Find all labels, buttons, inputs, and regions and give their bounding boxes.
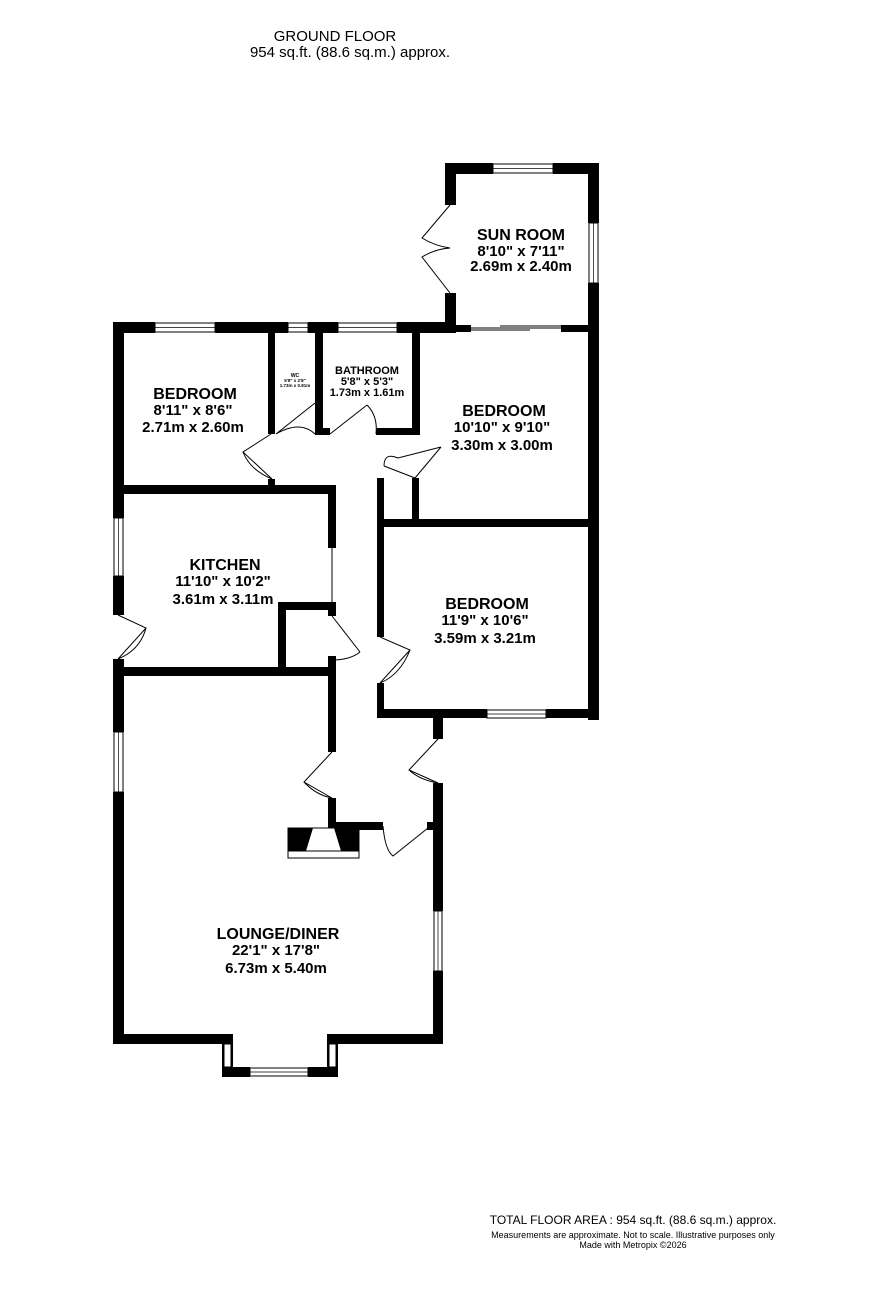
wall xyxy=(315,428,330,435)
made-with-credit: Made with Metropix ©2026 xyxy=(579,1240,687,1250)
doors xyxy=(117,204,451,857)
wall xyxy=(328,602,336,616)
wall xyxy=(268,479,275,487)
wall xyxy=(377,478,384,525)
wall xyxy=(222,1067,250,1077)
wall xyxy=(377,709,487,718)
wc-name: WC xyxy=(291,373,300,379)
disclaimer: Measurements are approximate. Not to sca… xyxy=(491,1230,775,1240)
wall xyxy=(315,330,323,434)
door-swing xyxy=(379,636,411,684)
wall xyxy=(433,783,443,911)
door-swing xyxy=(421,204,451,294)
window xyxy=(223,1043,232,1068)
wall xyxy=(113,792,124,1044)
wall xyxy=(412,330,420,435)
windows xyxy=(113,163,599,1077)
wall xyxy=(377,519,599,527)
bedroom-1-name: BEDROOM xyxy=(153,386,237,403)
sun-room-imperial: 8'10" x 7'11" xyxy=(477,243,564,260)
wall xyxy=(377,683,384,718)
wall xyxy=(113,667,336,676)
door-swing xyxy=(408,738,439,784)
sun-room-name: SUN ROOM xyxy=(477,227,565,244)
lounge-metric: 6.73m x 5.40m xyxy=(225,960,327,977)
wall xyxy=(445,163,493,174)
wall xyxy=(433,709,443,739)
bedroom-2-metric: 3.30m x 3.00m xyxy=(451,437,553,454)
wall xyxy=(113,322,124,518)
wall xyxy=(113,659,124,732)
bedroom-2-imperial: 10'10" x 9'10" xyxy=(454,419,550,436)
wall xyxy=(328,798,336,830)
wc-imperial: 5'8" x 2'8" xyxy=(284,378,305,383)
wall xyxy=(553,163,599,174)
sun-room-metric: 2.69m x 2.40m xyxy=(470,258,572,275)
wall xyxy=(268,330,275,434)
wall xyxy=(546,709,599,718)
bedroom-3-name: BEDROOM xyxy=(445,596,529,613)
wall xyxy=(588,283,599,333)
lounge-name: LOUNGE/DINER xyxy=(217,926,340,943)
door-swing xyxy=(382,823,434,857)
wall xyxy=(113,576,124,615)
wall xyxy=(561,325,599,332)
bedroom-3-imperial: 11'9" x 10'6" xyxy=(441,612,528,629)
kitchen-name: KITCHEN xyxy=(189,557,260,574)
wall xyxy=(278,602,286,674)
wall xyxy=(328,485,336,548)
wall xyxy=(376,428,420,435)
wall xyxy=(397,322,456,333)
door-swing xyxy=(242,433,273,480)
bedroom-1-imperial: 8'11" x 8'6" xyxy=(154,402,233,419)
door-swing xyxy=(303,751,333,799)
wall xyxy=(328,656,336,752)
kitchen-metric: 3.61m x 3.11m xyxy=(173,591,274,608)
door-swing xyxy=(383,446,442,479)
wall xyxy=(328,822,383,830)
window xyxy=(328,1043,337,1068)
door-swing xyxy=(331,615,361,661)
wall xyxy=(113,485,336,494)
wc-metric: 1.73m x 0.81m xyxy=(280,383,311,388)
wall xyxy=(308,322,338,333)
door-swing xyxy=(117,614,147,660)
kitchen-imperial: 11'10" x 10'2" xyxy=(175,573,271,590)
fireplace xyxy=(287,827,360,859)
wall xyxy=(113,322,155,333)
wall xyxy=(433,971,443,1044)
floor-area: 954 sq.ft. (88.6 sq.m.) approx. xyxy=(249,44,451,61)
wall xyxy=(113,1034,233,1044)
bathroom-metric: 1.73m x 1.61m xyxy=(330,387,405,399)
wall xyxy=(456,325,471,332)
wall xyxy=(445,163,456,205)
walls xyxy=(113,163,599,1077)
wall xyxy=(412,478,419,525)
total-floor-area: TOTAL FLOOR AREA : 954 sq.ft. (88.6 sq.m… xyxy=(489,1213,777,1227)
bathroom-imperial: 5'8" x 5'3" xyxy=(341,376,393,388)
bathroom-name: BATHROOM xyxy=(335,365,399,377)
wall xyxy=(215,322,288,333)
lounge-imperial: 22'1" x 17'8" xyxy=(232,942,320,959)
room-labels: SUN ROOM 8'10" x 7'11" 2.69m x 2.40m BED… xyxy=(142,227,572,977)
door-swing xyxy=(242,451,273,480)
wall xyxy=(377,519,384,637)
bedroom-1-metric: 2.71m x 2.60m xyxy=(142,419,244,436)
wall xyxy=(278,602,336,610)
floor-title: GROUND FLOOR xyxy=(273,28,397,45)
door-swing xyxy=(275,402,316,435)
wall xyxy=(588,163,599,223)
wall xyxy=(327,1034,443,1044)
bedroom-3-metric: 3.59m x 3.21m xyxy=(434,630,536,647)
door-swing xyxy=(329,404,377,435)
wall xyxy=(308,1067,338,1077)
bedroom-2-name: BEDROOM xyxy=(462,403,546,420)
wall xyxy=(445,293,456,333)
